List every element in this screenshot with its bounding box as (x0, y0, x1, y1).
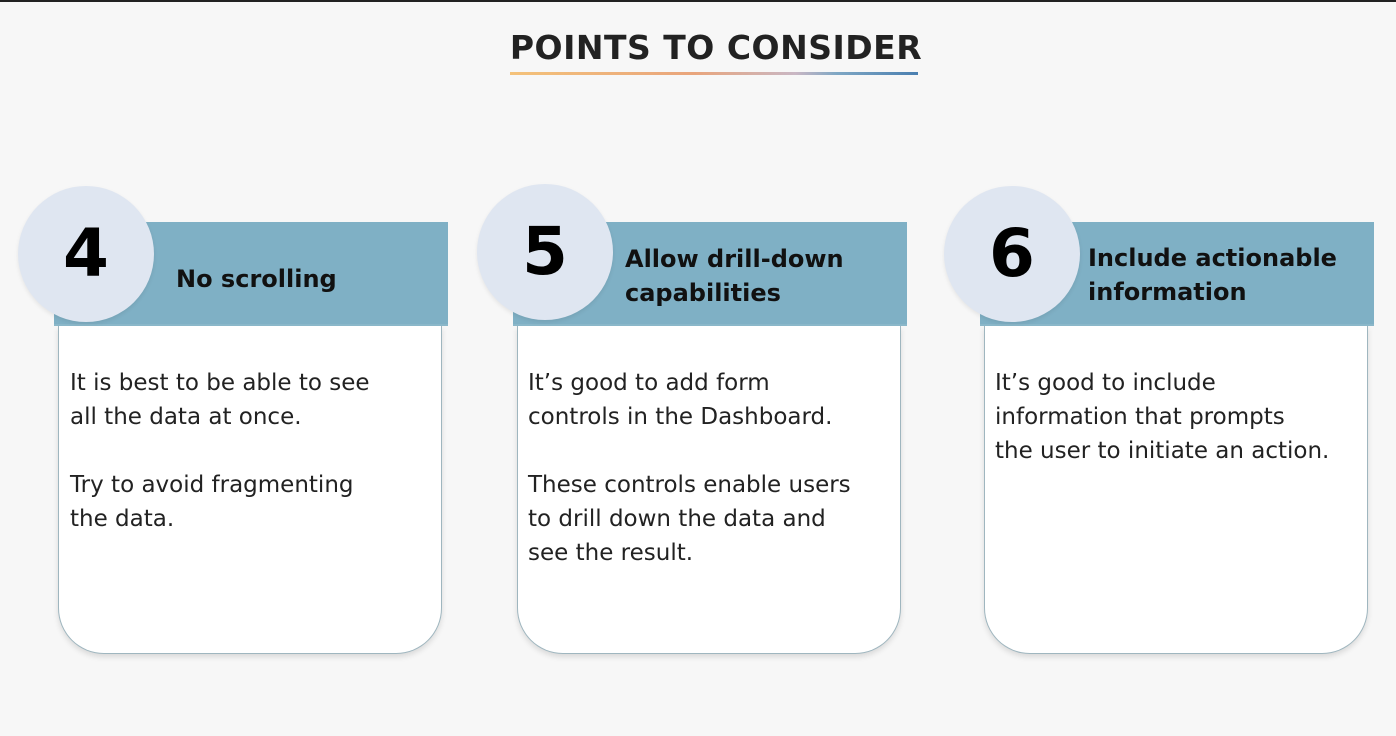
card-heading-line: capabilities (625, 279, 781, 307)
top-border (0, 0, 1396, 2)
card-text: It is best to be able to see all the dat… (70, 366, 410, 570)
card-paragraph: Try to avoid fragmenting the data. (70, 468, 410, 536)
number-circle: 6 (944, 186, 1080, 322)
card-text-line: Try to avoid fragmenting (70, 472, 354, 498)
card-text: It’s good to include information that pr… (995, 366, 1365, 502)
card-text-line: all the data at once. (70, 404, 302, 430)
title-underline (510, 72, 918, 75)
card-number: 6 (989, 215, 1035, 292)
card-heading: Include actionable information (1088, 241, 1378, 309)
card-text-line: the data. (70, 506, 175, 532)
card-paragraph: These controls enable users to drill dow… (528, 468, 898, 570)
card-text-line: information that prompts (995, 404, 1285, 430)
card-heading: No scrolling (176, 262, 466, 296)
page-title: POINTS TO CONSIDER (509, 28, 923, 67)
card-body (984, 326, 1368, 654)
card-heading: Allow drill-down capabilities (625, 242, 915, 310)
card-text-line: see the result. (528, 540, 694, 566)
card-body (517, 326, 901, 654)
number-circle: 4 (18, 186, 154, 322)
card-text-line: These controls enable users (528, 472, 851, 498)
card-text-line: to drill down the data and (528, 506, 826, 532)
card-heading-line: information (1088, 278, 1247, 306)
number-circle: 5 (477, 184, 613, 320)
card-text-line: the user to initiate an action. (995, 438, 1330, 464)
card-heading-line: Allow drill-down (625, 245, 844, 273)
card-number: 5 (522, 213, 568, 290)
card-text-line: It is best to be able to see (70, 370, 370, 396)
card-paragraph: It is best to be able to see all the dat… (70, 366, 410, 434)
card-paragraph: It’s good to include information that pr… (995, 366, 1365, 468)
card-paragraph: It’s good to add form controls in the Da… (528, 366, 898, 434)
card-number: 4 (63, 215, 109, 292)
card-text: It’s good to add form controls in the Da… (528, 366, 898, 604)
card-text-line: It’s good to add form (528, 370, 770, 396)
card-text-line: controls in the Dashboard. (528, 404, 833, 430)
card-body (58, 326, 442, 654)
card-heading-line: Include actionable (1088, 244, 1337, 272)
card-text-line: It’s good to include (995, 370, 1216, 396)
card-heading-line: No scrolling (176, 265, 337, 293)
